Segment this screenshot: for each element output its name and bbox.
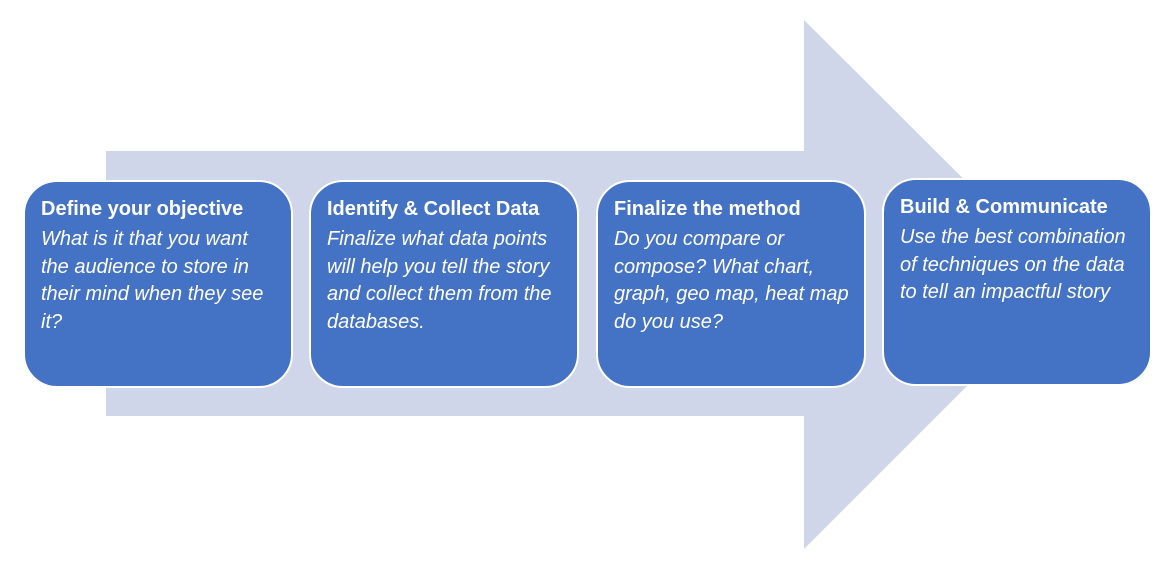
- step-title: Finalize the method: [614, 198, 801, 220]
- step-description: What is it that you want the audience to…: [41, 228, 264, 333]
- step-box-define-objective: Define your objective What is it that yo…: [23, 180, 293, 388]
- step-box-finalize-method: Finalize the method Do you compare or co…: [596, 180, 866, 388]
- step-description: Use the best combination of techniques o…: [900, 226, 1126, 303]
- step-title: Build & Communicate: [900, 196, 1108, 218]
- arrow-shape: [106, 20, 1069, 549]
- step-description: Do you compare or compose? What chart, g…: [614, 228, 849, 333]
- step-title: Identify & Collect Data: [327, 198, 540, 220]
- step-box-build-communicate: Build & Communicate Use the best combina…: [882, 178, 1152, 386]
- step-box-identify-collect-data: Identify & Collect Data Finalize what da…: [309, 180, 579, 388]
- step-description: Finalize what data points will help you …: [327, 228, 552, 333]
- step-title: Define your objective: [41, 198, 244, 220]
